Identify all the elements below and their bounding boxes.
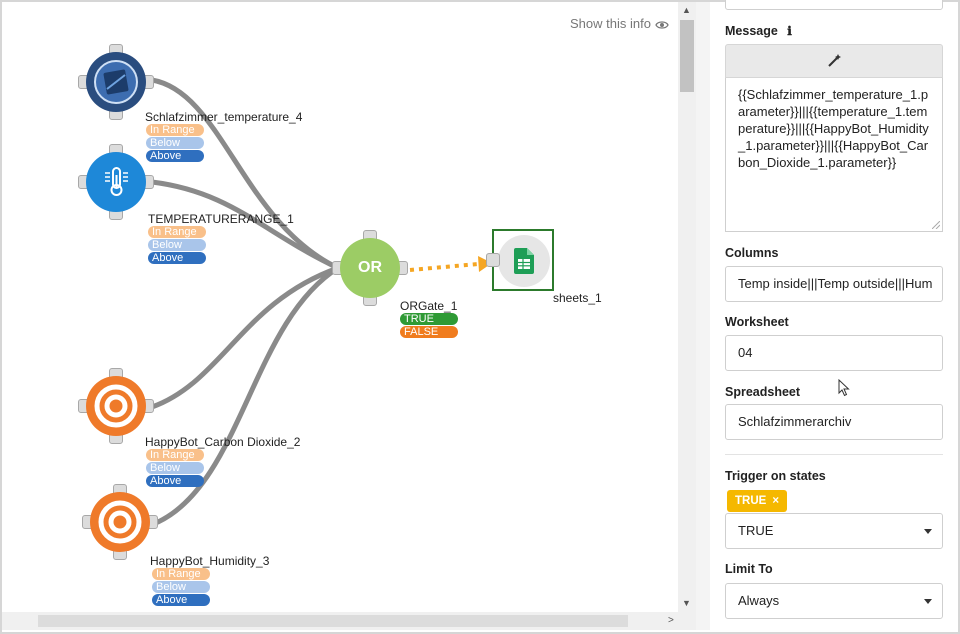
message-toolbar [725, 44, 943, 78]
target-sensor-icon [90, 492, 150, 552]
show-info-toggle[interactable]: Show this info [570, 16, 669, 31]
state-in-range: In Range [152, 568, 210, 580]
remove-tag-icon[interactable]: × [772, 495, 780, 507]
limit-selected-value: Always [738, 593, 780, 608]
temperature-sensor-icon [86, 52, 146, 112]
scrollbar-thumb[interactable] [680, 20, 694, 92]
state-above: Above [146, 150, 204, 162]
trigger-states-select[interactable]: TRUE [725, 513, 943, 549]
node-happybot-humidity-3[interactable] [82, 484, 158, 560]
node-label: TEMPERATURERANGE_1 [148, 212, 294, 226]
node-label: ORGate_1 [400, 299, 458, 313]
state-in-range: In Range [146, 449, 204, 461]
state-in-range: In Range [146, 124, 204, 136]
connector-handle-left[interactable] [486, 253, 500, 267]
state-above: Above [146, 475, 204, 487]
trigger-selected-value: TRUE [738, 523, 774, 538]
scroll-right-icon[interactable]: > [668, 615, 674, 626]
show-info-label: Show this info [570, 16, 651, 31]
message-value: {{Schlafzimmer_temperature_1.parameter}}… [738, 87, 929, 170]
spreadsheet-label: Spreadsheet [725, 385, 801, 399]
magic-wand-icon[interactable] [827, 54, 841, 68]
trigger-state-tag: TRUE × [727, 490, 788, 512]
state-above: Above [152, 594, 210, 606]
tag-label: TRUE [735, 495, 767, 507]
edge-arrowhead [478, 256, 492, 272]
node-label: Schlafzimmer_temperature_4 [145, 110, 303, 124]
message-label: Message ℹ [725, 24, 792, 38]
node-label: HappyBot_Carbon Dioxide_2 [145, 435, 301, 449]
state-below: Below [146, 137, 204, 149]
node-label: HappyBot_Humidity_3 [150, 554, 270, 568]
message-textarea[interactable]: {{Schlafzimmer_temperature_1.parameter}}… [725, 78, 943, 232]
scroll-down-icon[interactable]: ▼ [682, 598, 691, 608]
state-false: FALSE [400, 326, 458, 338]
state-below: Below [146, 462, 204, 474]
node-orgate-1[interactable]: OR [332, 230, 408, 306]
connection-edges [149, 77, 492, 525]
info-icon[interactable]: ℹ [787, 24, 792, 38]
target-sensor-icon [86, 376, 146, 436]
spreadsheet-input[interactable]: Schlafzimmerarchiv [725, 404, 943, 440]
limit-select[interactable]: Always [725, 583, 943, 619]
canvas-horizontal-scrollbar[interactable]: > [2, 612, 696, 630]
node-temperaturerange-1[interactable] [78, 144, 154, 220]
mouse-cursor-icon [838, 379, 850, 397]
node-happybot-carbon-dioxide-2[interactable] [78, 368, 154, 444]
state-true: TRUE [400, 313, 458, 325]
chevron-down-icon [924, 599, 932, 604]
node-schlafzimmer-temperature-4[interactable] [78, 44, 154, 120]
scroll-up-icon[interactable]: ▲ [682, 5, 691, 15]
edge-humidity-or [155, 265, 341, 525]
columns-label: Columns [725, 246, 779, 260]
state-above: Above [148, 252, 206, 264]
state-in-range: In Range [148, 226, 206, 238]
flow-canvas[interactable]: Show this info Schlafzimmer_temperature_… [2, 2, 678, 612]
eye-icon [655, 21, 669, 29]
previous-field-input[interactable] [725, 0, 943, 10]
edge-temprange-or [149, 179, 341, 271]
resize-handle-icon[interactable] [932, 221, 940, 229]
worksheet-input[interactable]: 04 [725, 335, 943, 371]
columns-input[interactable]: Temp inside|||Temp outside|||Hum [725, 266, 943, 302]
state-below: Below [148, 239, 206, 251]
section-divider [725, 454, 943, 455]
canvas-vertical-scrollbar[interactable]: ▲ ▼ [678, 2, 696, 612]
node-sheets-1[interactable] [492, 229, 554, 291]
or-gate-icon: OR [340, 238, 400, 298]
limit-label: Limit To [725, 562, 773, 576]
thermometer-icon [86, 152, 146, 212]
scrollbar-thumb[interactable] [38, 615, 628, 627]
edge-or-sheets [409, 262, 479, 272]
message-label-text: Message [725, 24, 778, 38]
edge-co2-or [149, 265, 341, 410]
panel-gutter [696, 2, 710, 630]
worksheet-label: Worksheet [725, 315, 789, 329]
properties-panel: Message ℹ {{Schlafzimmer_temperature_1.p… [710, 0, 956, 630]
trigger-label: Trigger on states [725, 469, 826, 483]
state-below: Below [152, 581, 210, 593]
edge-temp4-or [149, 77, 341, 271]
google-sheets-icon [498, 235, 550, 287]
chevron-down-icon [924, 529, 932, 534]
node-label: sheets_1 [553, 291, 602, 305]
